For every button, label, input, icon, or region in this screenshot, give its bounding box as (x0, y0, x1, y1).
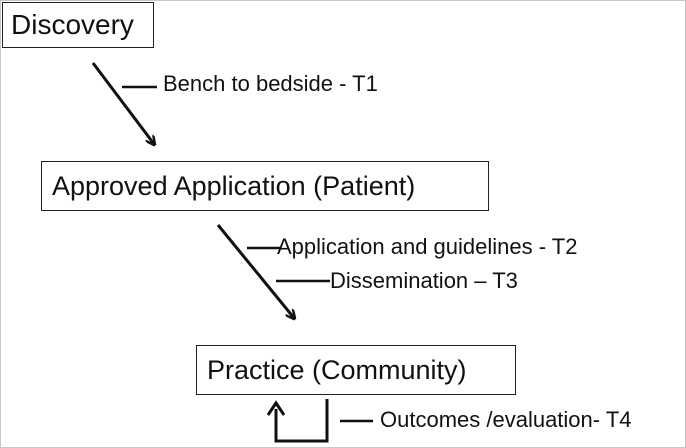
stage-approved-label: Approved Application (Patient) (52, 171, 416, 201)
step-t1-label: Bench to bedside - T1 (163, 71, 378, 96)
stage-practice-label: Practice (Community) (207, 355, 467, 385)
stage-approved-box: Approved Application (Patient) (41, 161, 489, 211)
arrow-approved-to-practice (216, 224, 294, 318)
stage-discovery-label: Discovery (11, 9, 134, 40)
step-t3-label: Dissemination – T3 (330, 268, 518, 293)
feedback-loop-arrow (274, 399, 329, 443)
step-t4-label: Outcomes /evaluation- T4 (380, 407, 632, 432)
step-t2-label: Application and guidelines - T2 (277, 234, 578, 259)
feedback-loop-arrowhead (266, 400, 286, 416)
stage-practice-box: Practice (Community) (196, 345, 516, 395)
arrow-discovery-to-approved (91, 62, 154, 144)
stage-discovery-box: Discovery (2, 2, 154, 48)
